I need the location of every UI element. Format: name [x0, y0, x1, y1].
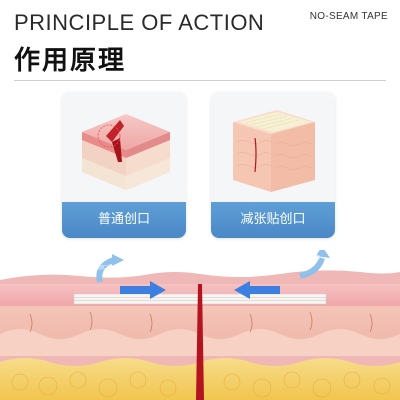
brand-label: NO-SEAM TAPE	[309, 11, 388, 22]
tension-tag-left: 创口张力	[98, 265, 119, 271]
card-ordinary-wound: 普通创口	[62, 92, 186, 238]
card-label-tension: 减张贴创口	[211, 202, 335, 238]
card-tension-wound: 减张贴创口	[211, 92, 335, 238]
header-title-zh: 作用原理	[14, 46, 127, 76]
tension-wound-illustration	[233, 110, 315, 192]
card-label-ordinary: 普通创口	[62, 202, 186, 238]
header-title-en: PRINCIPLE OF ACTION	[14, 10, 265, 35]
ordinary-wound-illustration	[82, 114, 170, 190]
skin-cross-section	[0, 250, 400, 400]
tension-tag-right: 创口张力	[300, 255, 321, 261]
header-divider	[14, 80, 386, 81]
